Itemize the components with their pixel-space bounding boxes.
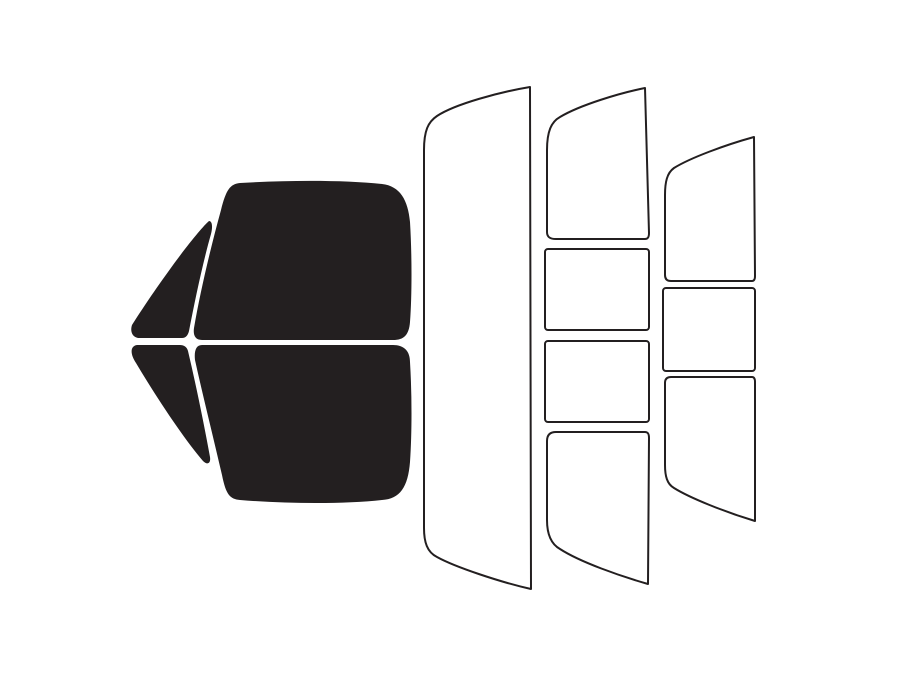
quarter-glass-left-upper (131, 221, 213, 338)
windshield (423, 86, 532, 590)
rear-side-window-lower-middle (544, 340, 650, 423)
back-window-bottom (664, 376, 756, 522)
quarter-glass-left-lower (131, 345, 211, 464)
back-window-top (664, 136, 756, 282)
rear-side-window-bottom (546, 431, 650, 585)
front-door-window-upper (193, 180, 412, 340)
rear-side-window-upper-middle (544, 248, 650, 331)
front-door-window-lower (194, 345, 412, 503)
back-window-middle (662, 287, 756, 372)
rear-side-window-top (546, 87, 650, 240)
